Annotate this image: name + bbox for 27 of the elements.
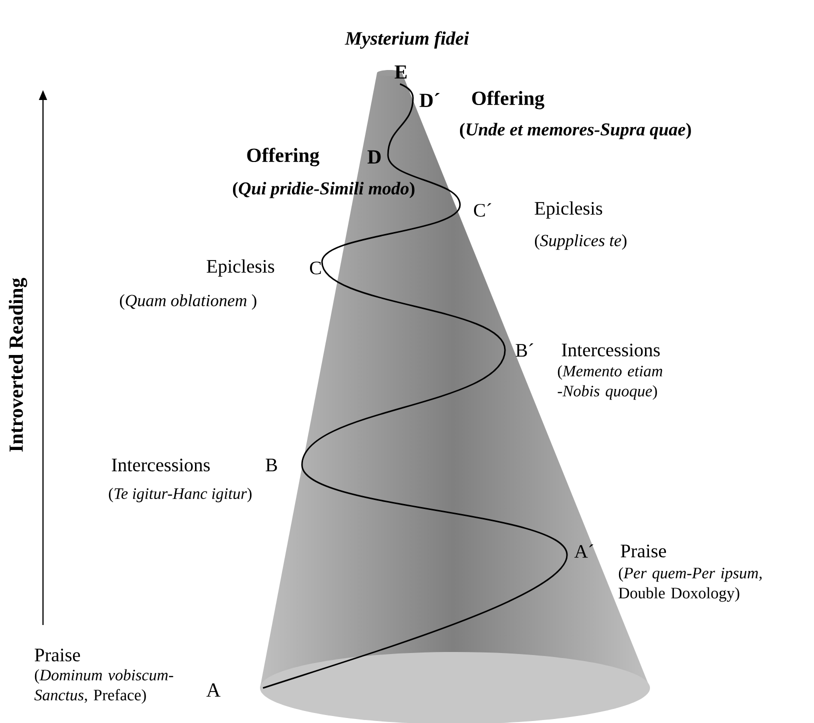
section-label: Praise — [620, 544, 666, 558]
point-letter: D — [368, 150, 381, 164]
point-letter: B´ — [516, 343, 534, 357]
section-label: Intercessions — [562, 344, 660, 356]
title: Mysterium fidei — [344, 31, 469, 49]
section-label: Epiclesis — [534, 201, 602, 219]
section-label: Offering — [472, 90, 544, 110]
axis-label: Introverted Reading — [8, 278, 28, 452]
prayer-note: (Unde et memores-Supra quae) — [460, 122, 691, 140]
apex-letter: E — [394, 65, 407, 79]
prayer-note: (Quam oblationem ) — [120, 294, 256, 310]
prayer-note: (Memento etiam -Nobis quoque) — [558, 365, 662, 400]
section-label: Praise — [34, 648, 80, 662]
prayer-note: (Dominum vobiscum- Sanctus, Preface) — [34, 669, 174, 704]
prayer-note: (Supplices te) — [534, 234, 626, 250]
prayer-note: (Qui pridie-Simili modo) — [232, 182, 414, 198]
point-letter: A´ — [574, 544, 594, 558]
point-letter: C — [310, 262, 321, 274]
prayer-note: (Te igitur-Hanc igitur) — [108, 488, 252, 502]
point-letter: B — [266, 458, 277, 472]
point-letter: A — [206, 683, 220, 697]
section-label: Intercessions — [112, 458, 210, 472]
prayer-note: (Per quem-Per ipsum, Double Doxology) — [618, 567, 762, 602]
section-label: Offering — [247, 148, 320, 166]
section-label: Epiclesis — [206, 259, 274, 277]
point-letter: C´ — [474, 203, 492, 217]
point-letter: D´ — [420, 93, 440, 107]
